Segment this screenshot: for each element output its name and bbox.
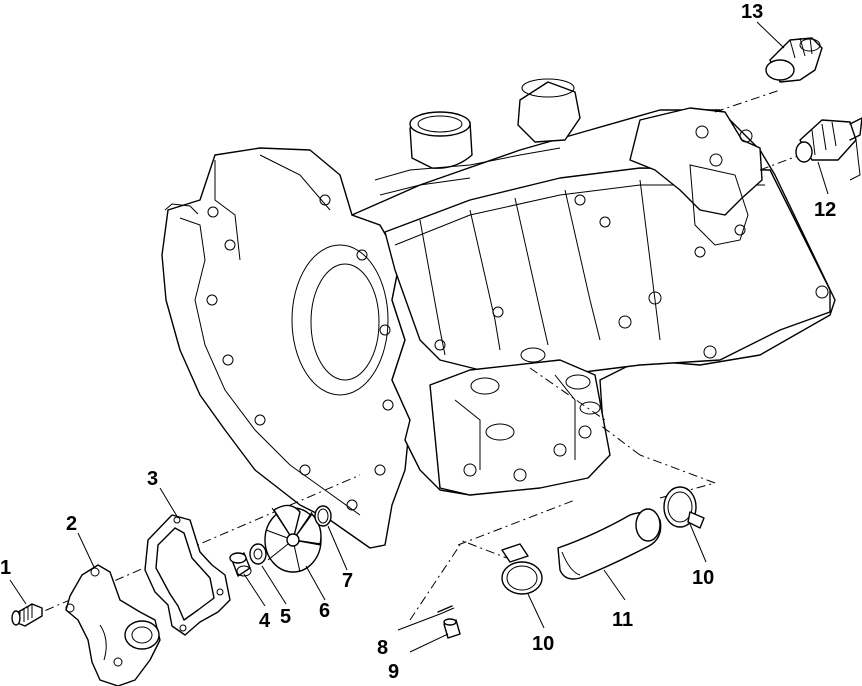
- leader-lines: [9, 21, 829, 653]
- head-cover: [384, 167, 831, 376]
- engine-block: [161, 78, 836, 549]
- lower-crankcase: [429, 359, 611, 496]
- hose-clamp-part-10-left: [501, 543, 543, 595]
- callout-4: 4: [259, 610, 271, 632]
- callout-labels: 1 2 3 4 5 6 7 8 9 10 10 11 12 13: [0, 1, 836, 683]
- callout-1: 1: [0, 557, 11, 579]
- hose-clamp-part-10-right: [663, 486, 705, 529]
- water-pump-cover-part-2: [65, 564, 161, 686]
- callout-6: 6: [319, 600, 330, 622]
- drain-screw-part-9: [443, 618, 461, 639]
- bolt-part-1: [11, 603, 43, 627]
- pin-part-8: [437, 605, 455, 615]
- hose-part-11: [557, 508, 662, 580]
- callout-2: 2: [66, 513, 77, 535]
- callout-13: 13: [741, 1, 763, 23]
- sender-part-13: [765, 37, 823, 83]
- callout-5: 5: [280, 606, 291, 628]
- o-ring-part-7: [314, 505, 332, 527]
- callout-10-right: 10: [692, 567, 714, 589]
- bushing-part-4: [229, 552, 252, 577]
- callout-8: 8: [377, 637, 388, 659]
- callout-12: 12: [814, 199, 836, 221]
- callout-9: 9: [388, 661, 399, 683]
- temp-sensor-part-12: [795, 117, 862, 181]
- washer-part-5: [249, 543, 267, 565]
- callout-7: 7: [342, 570, 353, 592]
- gasket-part-3: [144, 514, 231, 636]
- upper-outlet-cap: [517, 81, 581, 143]
- callout-11: 11: [612, 609, 633, 631]
- callout-10-left: 10: [532, 633, 554, 655]
- impeller-part-6: [264, 504, 322, 573]
- callout-3: 3: [147, 468, 158, 490]
